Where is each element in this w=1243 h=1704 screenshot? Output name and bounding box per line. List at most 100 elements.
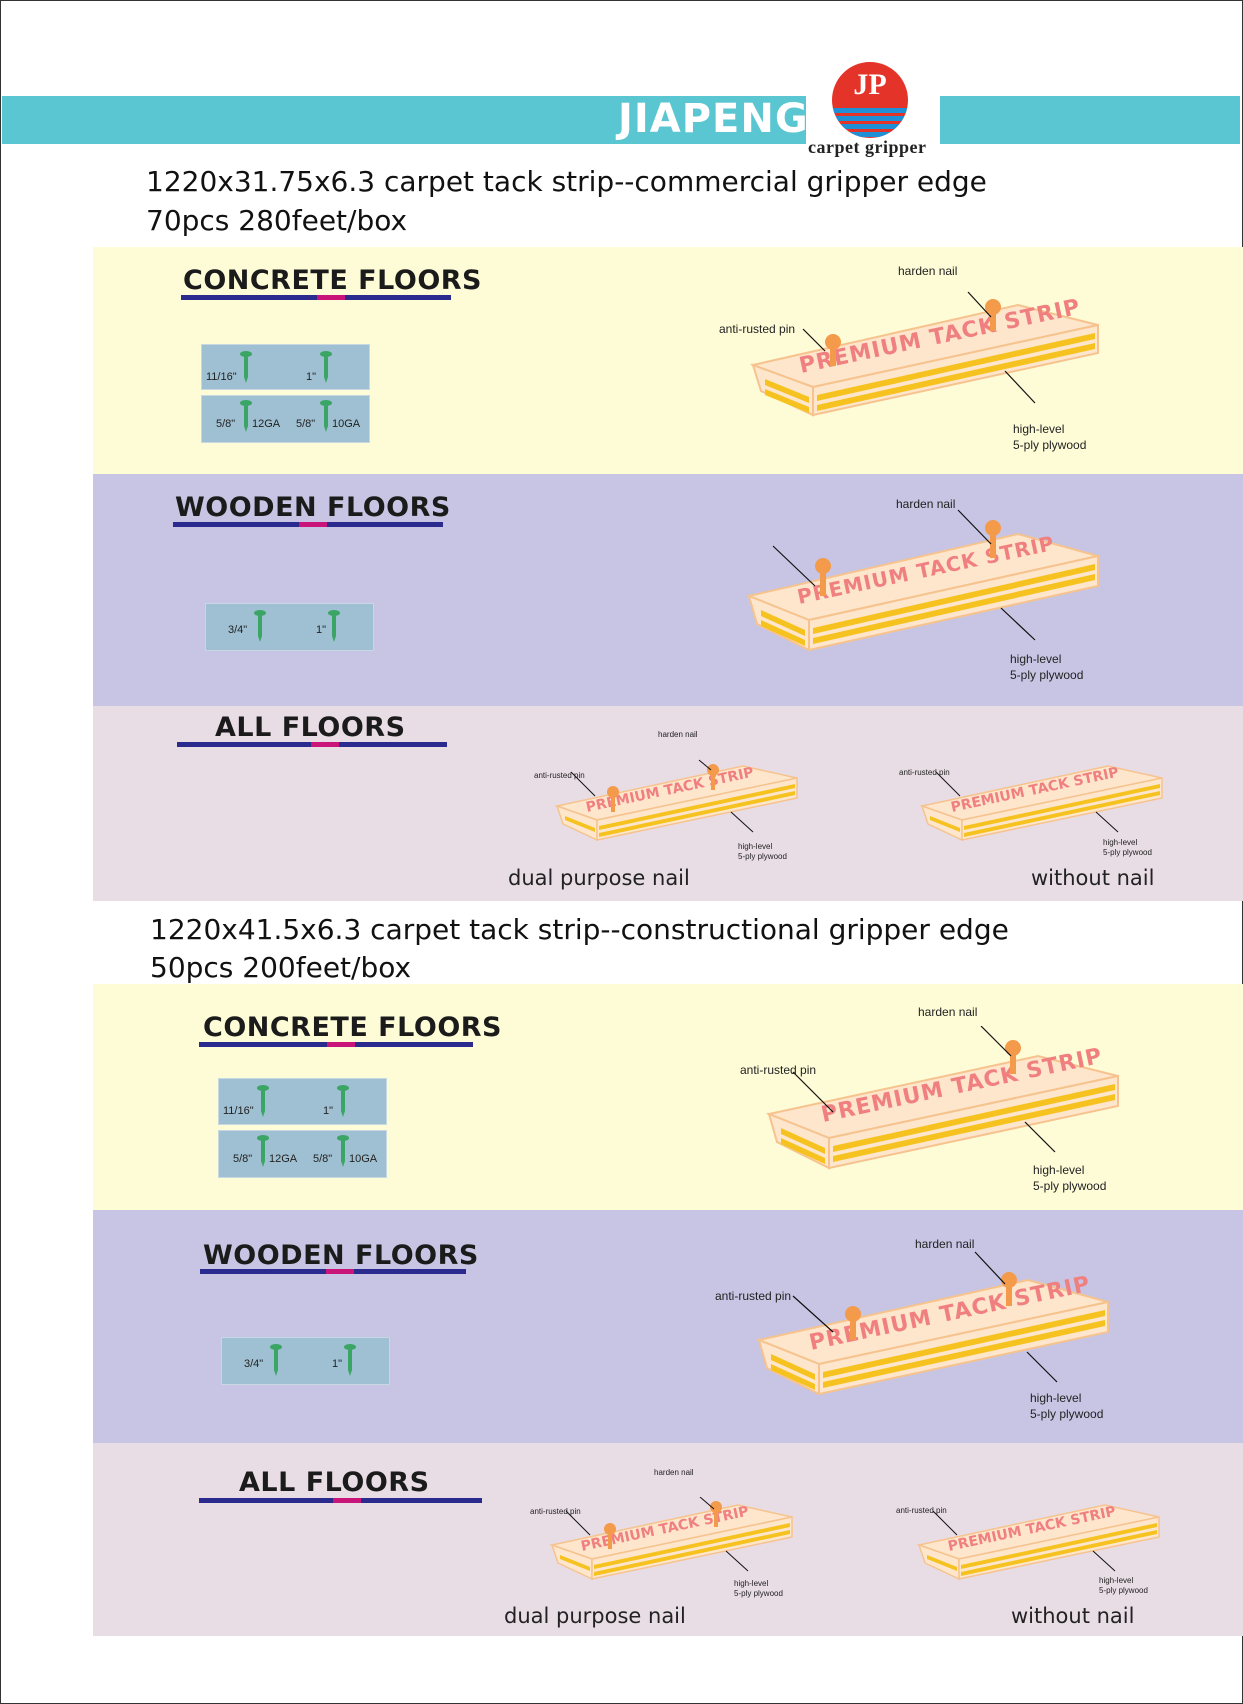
logo-wave bbox=[832, 132, 908, 137]
logo-wave bbox=[832, 116, 908, 121]
green-nail-icon bbox=[240, 351, 252, 383]
nail-gauge-label: 10GA bbox=[349, 1153, 378, 1165]
nail-size-label: 5/8" bbox=[296, 418, 316, 430]
nail-size-label: 1" bbox=[306, 371, 317, 383]
green-nail-icon bbox=[328, 610, 340, 642]
harden-nail-label: harden nail bbox=[654, 1468, 694, 1477]
plywood-label: high-level bbox=[1030, 1391, 1082, 1405]
plywood-label: high-level bbox=[734, 1579, 769, 1588]
panel-title: WOODEN FLOORS bbox=[175, 492, 451, 523]
without-nail-caption: without nail bbox=[1031, 866, 1155, 890]
harden-nail-label: harden nail bbox=[896, 497, 956, 511]
all-floors-panel: ALL FLOORS PREMIUM TACK STRIP harden nai… bbox=[93, 1443, 1243, 1636]
plywood-label: high-level bbox=[1013, 422, 1065, 436]
panel-title: CONCRETE FLOORS bbox=[203, 1012, 503, 1043]
logo-subtitle: carpet gripper bbox=[808, 137, 927, 157]
plywood-label: 5-ply plywood bbox=[1013, 438, 1087, 452]
plywood-label: 5-ply plywood bbox=[1033, 1179, 1107, 1193]
green-nail-icon bbox=[270, 1344, 282, 1376]
title-underline bbox=[199, 1498, 482, 1503]
anti-rusted-pin-label: anti-rusted pin bbox=[899, 768, 950, 777]
nail-size-label: 1" bbox=[316, 624, 327, 636]
nail-sizes-box: 3/4" 1" bbox=[205, 603, 374, 651]
anti-rusted-pin-label: anti-rusted pin bbox=[530, 1507, 581, 1516]
product-subtitle: 70pcs 280feet/box bbox=[146, 204, 408, 237]
harden-nail-label: harden nail bbox=[898, 264, 958, 278]
harden-nail-label: harden nail bbox=[658, 730, 698, 739]
logo-text: JP bbox=[853, 68, 887, 101]
plywood-label: 5-ply plywood bbox=[1099, 1586, 1148, 1595]
nail-size-label: 3/4" bbox=[244, 1358, 264, 1370]
product-title: 1220x41.5x6.3 carpet tack strip--constru… bbox=[150, 913, 1009, 946]
anti-rusted-pin-label: anti-rusted pin bbox=[740, 1063, 817, 1077]
green-nail-icon bbox=[320, 400, 332, 432]
header-band-right bbox=[940, 96, 1240, 144]
nail-size-label: 11/16" bbox=[223, 1105, 254, 1117]
nail-sizes-box: 5/8" 12GA 5/8" 10GA bbox=[218, 1130, 387, 1178]
nail-sizes-box: 11/16" 1" bbox=[218, 1078, 387, 1125]
nail-size-label: 11/16" bbox=[206, 371, 237, 383]
logo: JP bbox=[832, 62, 908, 138]
plywood-label: high-level bbox=[1010, 652, 1062, 666]
product-title: 1220x31.75x6.3 carpet tack strip--commer… bbox=[146, 165, 987, 198]
logo-wave bbox=[832, 124, 908, 129]
title-underline bbox=[199, 1042, 473, 1047]
harden-nail-label: harden nail bbox=[918, 1005, 978, 1019]
title-underline bbox=[177, 742, 447, 747]
all-floors-panel: ALL FLOORS PREMIUM TACK STRIP harden nai… bbox=[93, 706, 1243, 901]
plywood-label: high-level bbox=[1099, 1576, 1134, 1585]
wooden-floors-panel: WOODEN FLOORS 3/4" 1" PREMIUM TACK STRIP… bbox=[93, 474, 1243, 706]
wooden-floors-panel: WOODEN FLOORS 3/4" 1" PREMIUM TACK STRIP… bbox=[93, 1210, 1243, 1443]
nail-gauge-label: 12GA bbox=[252, 418, 281, 430]
title-underline bbox=[200, 1269, 466, 1274]
anti-rusted-pin-label: anti-rusted pin bbox=[715, 1289, 792, 1303]
plywood-label: 5-ply plywood bbox=[1103, 848, 1152, 857]
plywood-label: high-level bbox=[1033, 1163, 1085, 1177]
anti-rusted-pin-label: anti-rusted pin bbox=[896, 1506, 947, 1515]
nail-sizes-box: 3/4" 1" bbox=[221, 1337, 390, 1385]
tack-strip-dual-purpose: PREMIUM TACK STRIP bbox=[549, 1497, 793, 1581]
nail-size-label: 5/8" bbox=[216, 418, 236, 430]
title-underline bbox=[181, 295, 451, 300]
nail-size-label: 5/8" bbox=[313, 1153, 333, 1165]
plywood-label: 5-ply plywood bbox=[1030, 1407, 1104, 1421]
tack-strip-dual-purpose: PREMIUM TACK STRIP bbox=[554, 759, 798, 842]
plywood-label: 5-ply plywood bbox=[738, 852, 787, 861]
green-nail-icon bbox=[257, 1135, 269, 1167]
nail-size-label: 3/4" bbox=[228, 624, 248, 636]
logo-wave bbox=[832, 108, 908, 113]
anti-rusted-pin-label: anti-rusted pin bbox=[534, 771, 585, 780]
panel-title: ALL FLOORS bbox=[215, 712, 406, 743]
green-nail-icon bbox=[240, 400, 252, 432]
panel-title: WOODEN FLOORS bbox=[203, 1240, 479, 1271]
nail-size-label: 1" bbox=[323, 1105, 334, 1117]
tack-strip-illustration: PREMIUM TACK STRIP bbox=[755, 1251, 1109, 1396]
harden-nail-label: harden nail bbox=[915, 1237, 975, 1251]
dual-purpose-caption: dual purpose nail bbox=[504, 1604, 686, 1628]
nail-size-label: 1" bbox=[332, 1358, 343, 1370]
green-nail-icon bbox=[254, 610, 266, 642]
plywood-label: high-level bbox=[1103, 838, 1138, 847]
green-nail-icon bbox=[344, 1344, 356, 1376]
tack-strip-illustration: PREMIUM TACK STRIP bbox=[745, 509, 1099, 652]
header-band-left bbox=[2, 96, 806, 144]
nail-gauge-label: 10GA bbox=[332, 418, 361, 430]
plywood-label: high-level bbox=[738, 842, 773, 851]
nail-gauge-label: 12GA bbox=[269, 1153, 298, 1165]
product-subtitle: 50pcs 200feet/box bbox=[150, 951, 412, 984]
tack-strip-without-nail: PREMIUM TACK STRIP bbox=[919, 765, 1163, 842]
nail-sizes-box: 5/8" 12GA 5/8" 10GA bbox=[201, 395, 370, 443]
concrete-floors-panel: CONCRETE FLOORS 11/16" 1" 5/8" 12GA 5/8"… bbox=[93, 247, 1243, 474]
tack-strip-without-nail: PREMIUM TACK STRIP bbox=[916, 1504, 1160, 1581]
green-nail-icon bbox=[337, 1085, 349, 1117]
plywood-label: 5-ply plywood bbox=[1010, 668, 1084, 682]
plywood-label: 5-ply plywood bbox=[734, 1589, 783, 1598]
brand-name: JIAPENG bbox=[618, 96, 809, 142]
panel-title: ALL FLOORS bbox=[239, 1467, 430, 1498]
without-nail-caption: without nail bbox=[1011, 1604, 1135, 1628]
concrete-floors-panel: CONCRETE FLOORS 11/16" 1" 5/8" 12GA 5/8"… bbox=[93, 984, 1243, 1210]
green-nail-icon bbox=[337, 1135, 349, 1167]
tack-strip-illustration: PREMIUM TACK STRIP bbox=[749, 291, 1099, 417]
title-underline bbox=[173, 522, 443, 527]
anti-rusted-pin-label: anti-rusted pin bbox=[719, 322, 796, 336]
